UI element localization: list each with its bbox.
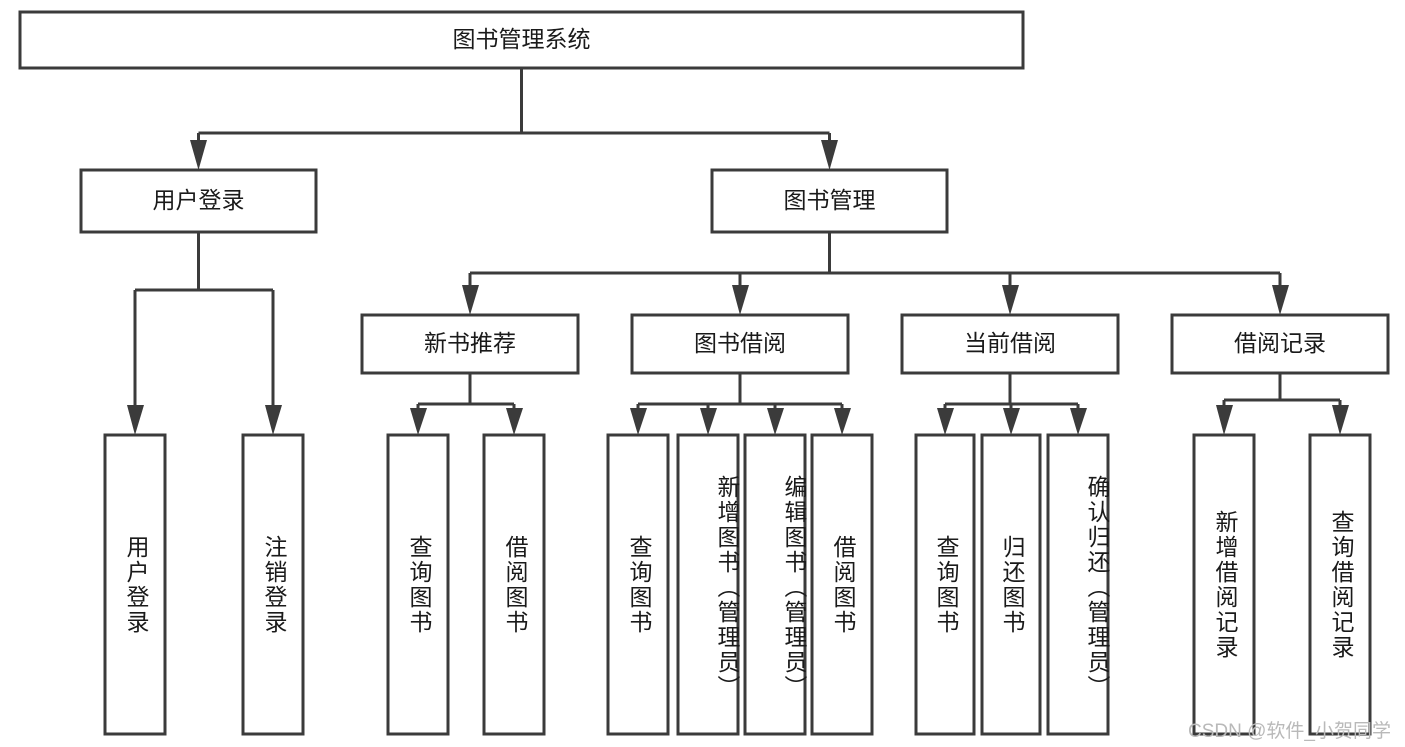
leaf-box-add-record[interactable] <box>1192 433 1256 736</box>
leaf-box-query-book-3[interactable] <box>914 433 976 736</box>
node-book-borrow-box <box>630 313 850 375</box>
leaf-boxes <box>103 433 1372 736</box>
leaf-box-return-book[interactable] <box>980 433 1042 736</box>
node-current-borrow-label: 当前借阅 <box>964 330 1056 356</box>
node-current-borrow[interactable]: 当前借阅 <box>900 313 1120 375</box>
arrow-head-new-book-rec <box>462 285 479 315</box>
arrow-head-borrow-record <box>1272 285 1289 315</box>
leaf-box-confirm-return[interactable] <box>1046 433 1110 736</box>
node-root-box <box>18 10 1025 70</box>
node-book-manage-label: 图书管理 <box>784 187 876 213</box>
arrow-head-leaf-edit-book <box>767 408 784 435</box>
connector-group-current-borrow <box>937 373 1087 435</box>
connector-group-user-login <box>127 232 282 435</box>
arrow-head-leaf-query-book-2 <box>630 408 647 435</box>
node-root[interactable]: 图书管理系统 <box>18 10 1025 70</box>
node-borrow-record-label: 借阅记录 <box>1234 330 1326 356</box>
leaf-box-borrow-book-2[interactable] <box>810 433 874 736</box>
node-user-login-box <box>79 168 318 234</box>
arrow-head-book-manage <box>821 140 838 170</box>
connector-group-root <box>190 68 838 170</box>
node-book-borrow[interactable]: 图书借阅 <box>630 313 850 375</box>
connector-group-borrow-record <box>1216 373 1349 435</box>
node-new-book-rec[interactable]: 新书推荐 <box>360 313 580 375</box>
node-borrow-record[interactable]: 借阅记录 <box>1170 313 1390 375</box>
node-user-login-label: 用户登录 <box>153 187 245 213</box>
leaf-box-user-login[interactable] <box>103 433 167 736</box>
arrow-head-leaf-borrow-book-1 <box>506 408 523 435</box>
connector-group-book-borrow <box>630 373 851 435</box>
node-book-manage-box <box>710 168 949 234</box>
arrow-head-leaf-add-record <box>1216 405 1233 435</box>
arrow-head-leaf-user-login <box>127 405 144 435</box>
node-new-book-rec-label: 新书推荐 <box>424 330 516 356</box>
leaf-box-add-book[interactable] <box>676 433 740 736</box>
node-book-manage[interactable]: 图书管理 <box>710 168 949 234</box>
leaf-box-edit-book[interactable] <box>743 433 807 736</box>
arrow-head-current-borrow <box>1002 285 1019 315</box>
arrow-head-leaf-query-record <box>1332 405 1349 435</box>
arrow-head-leaf-confirm-return <box>1070 408 1087 435</box>
leaf-box-query-book-2[interactable] <box>606 433 670 736</box>
arrow-head-book-borrow <box>732 285 749 315</box>
leaf-box-borrow-book-1[interactable] <box>482 433 546 736</box>
connector-group-new-book-rec <box>410 373 523 435</box>
arrow-head-leaf-user-logout <box>265 405 282 435</box>
arrow-head-user-login <box>190 140 207 170</box>
node-root-label: 图书管理系统 <box>453 26 591 52</box>
node-current-borrow-box <box>900 313 1120 375</box>
node-borrow-record-box <box>1170 313 1390 375</box>
arrow-head-leaf-query-book-3 <box>937 408 954 435</box>
arrow-head-leaf-borrow-book-2 <box>834 408 851 435</box>
node-book-borrow-label: 图书借阅 <box>694 330 786 356</box>
arrow-head-leaf-query-book-1 <box>410 408 427 435</box>
leaf-box-query-record[interactable] <box>1308 433 1372 736</box>
leaf-box-user-logout[interactable] <box>241 433 305 736</box>
connector-group-book-manage <box>462 232 1289 315</box>
arrow-head-leaf-add-book <box>700 408 717 435</box>
arrow-head-leaf-return-book <box>1003 408 1020 435</box>
node-user-login[interactable]: 用户登录 <box>79 168 318 234</box>
node-new-book-rec-box <box>360 313 580 375</box>
leaf-box-query-book-1[interactable] <box>386 433 450 736</box>
csdn-watermark: CSDN @软件_小贺同学 <box>1188 721 1391 742</box>
